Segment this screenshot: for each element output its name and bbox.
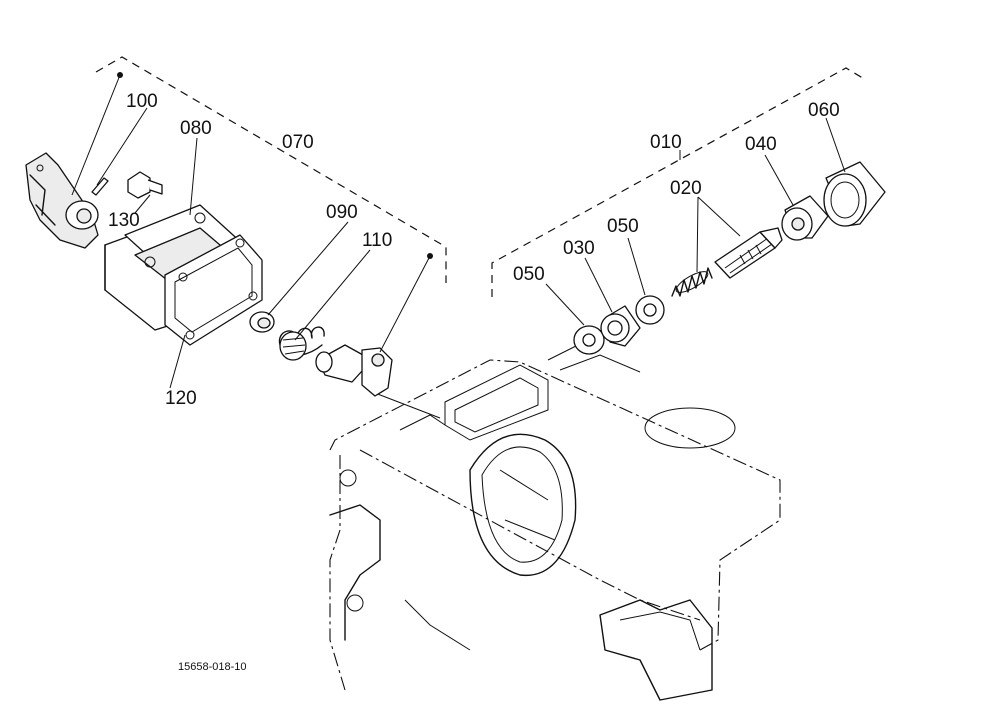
label-part-110: 110	[362, 230, 392, 251]
label-part-040: 040	[745, 134, 777, 155]
part-040-bushing	[781, 195, 829, 241]
part-130-bolt	[127, 171, 163, 199]
part-090-seal	[249, 311, 275, 333]
label-part-130: 130	[108, 210, 140, 231]
label-part-090: 090	[326, 202, 358, 223]
part-020-plunger	[714, 227, 783, 279]
label-part-050-right: 050	[607, 216, 639, 237]
leader-lines	[71, 74, 846, 389]
label-part-050-left: 050	[513, 264, 545, 285]
label-part-120: 120	[165, 388, 197, 409]
label-part-010: 010	[650, 132, 682, 153]
label-part-030: 030	[563, 238, 595, 259]
engine-block	[329, 354, 781, 701]
label-part-020: 020	[670, 178, 702, 199]
part-050-washer-right	[635, 295, 665, 325]
label-part-100: 100	[126, 91, 158, 112]
part-shaft-arm	[315, 344, 393, 397]
label-part-080: 080	[180, 118, 212, 139]
axis-line-right	[547, 345, 577, 361]
part-030-collar	[600, 305, 641, 347]
part-110-spring	[278, 326, 325, 361]
part-050-washer-left	[573, 325, 605, 355]
label-part-070: 070	[282, 132, 314, 153]
label-part-060: 060	[808, 100, 840, 121]
part-120-gasket	[164, 234, 263, 346]
part-100-lever	[25, 152, 99, 249]
reference-code: 15658-018-10	[178, 661, 247, 673]
group-bracket-010	[491, 67, 867, 297]
part-020-spring	[671, 267, 713, 297]
part-pin	[91, 177, 109, 196]
axis-line-left	[374, 392, 441, 419]
part-060-sleeve	[823, 161, 886, 227]
